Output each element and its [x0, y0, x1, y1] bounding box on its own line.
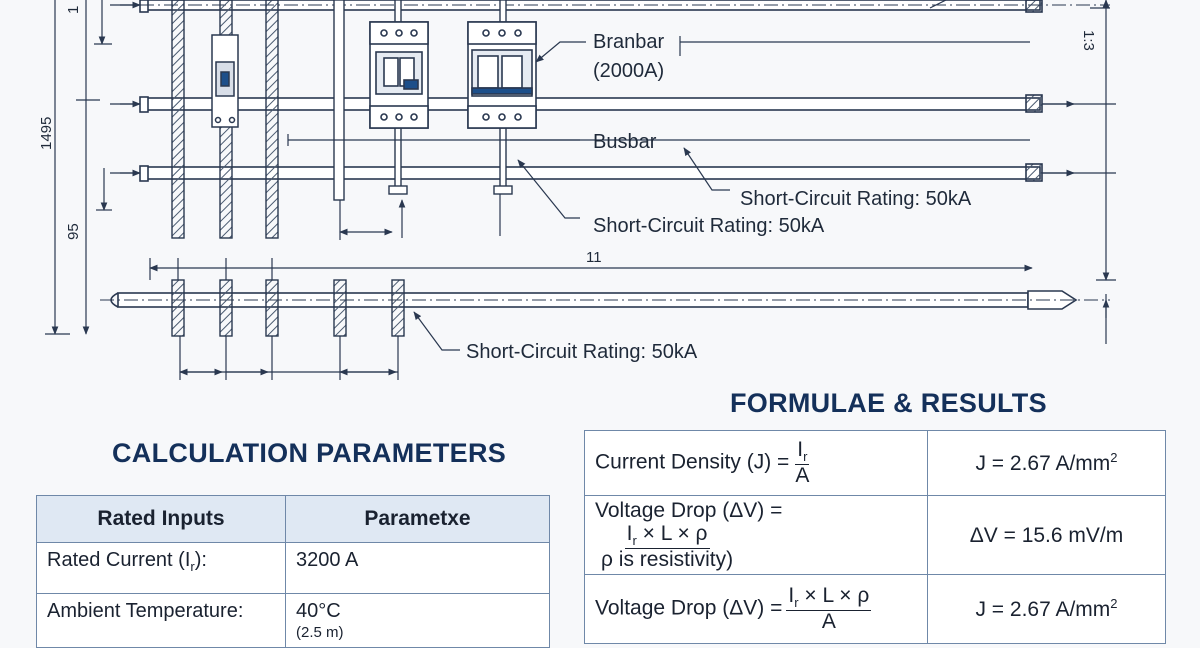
- calculation-parameters-heading: CALCULATION PARAMETERS: [112, 438, 507, 468]
- table-row: Ambient Temperature: 40°C(2.5 m): [36, 593, 550, 648]
- short-circuit-rating-3: Short-Circuit Rating: 50kA: [466, 341, 698, 363]
- formulae-results-heading: FORMULAE & RESULTS: [730, 388, 1047, 418]
- middle-busbar: [145, 97, 1041, 111]
- dim-right-top-mark: 1:3: [1080, 30, 1097, 51]
- busbar-label: Busbar: [593, 131, 657, 153]
- horizontal-busbars: [117, 0, 1041, 308]
- row-label-rated-current: Rated Current (Ir):: [36, 542, 286, 594]
- busbar-clamps: [171, 279, 405, 337]
- top-busbar: [145, 0, 1041, 11]
- calculation-parameters-table: Rated Inputs Parametxe Rated Current (Ir…: [36, 495, 550, 648]
- dimension-lines: [45, 0, 1116, 380]
- dim-left-overall: 1495: [38, 117, 55, 150]
- dim-left-lower: 95: [65, 223, 82, 240]
- value-note: (2.5 m): [296, 624, 344, 641]
- dim-horizontal-center: 11: [586, 249, 602, 266]
- circuit-breaker-1: [369, 21, 429, 129]
- column-header-parameter: Parametxe: [285, 495, 550, 543]
- leader-lines: [413, 41, 730, 351]
- result-current-density: J = 2.67 A/mm2: [927, 430, 1166, 496]
- column-header-rated-inputs: Rated Inputs: [36, 495, 286, 543]
- lower-busbar: [145, 166, 1041, 180]
- short-circuit-rating-2: Short-Circuit Rating: 50kA: [593, 215, 825, 237]
- result-voltage-drop-2: J = 2.67 A/mm2: [927, 574, 1166, 644]
- row-value-rated-current: 3200 A: [285, 542, 550, 594]
- dim-left-top-mark: 1: [65, 6, 82, 14]
- short-circuit-rating-1: Short-Circuit Rating: 50kA: [740, 188, 972, 210]
- row-label-ambient-temperature: Ambient Temperature:: [36, 593, 286, 648]
- result-voltage-drop-1: ΔV = 15.6 mV/m: [927, 495, 1166, 575]
- table-header-row: Rated Inputs Parametxe: [36, 495, 550, 543]
- branbar-rating: (2000A): [593, 60, 664, 82]
- branbar-label: Branbar: [593, 31, 664, 53]
- circuit-breaker-2: [467, 21, 537, 129]
- busbar-technical-drawing: Branbar (2000A) Busbar Short-Circuit Rat…: [38, 0, 1116, 380]
- row-value-ambient-temperature: 40°C(2.5 m): [285, 593, 550, 648]
- table-row: Rated Current (Ir): 3200 A: [36, 542, 550, 594]
- small-breaker: [211, 34, 239, 128]
